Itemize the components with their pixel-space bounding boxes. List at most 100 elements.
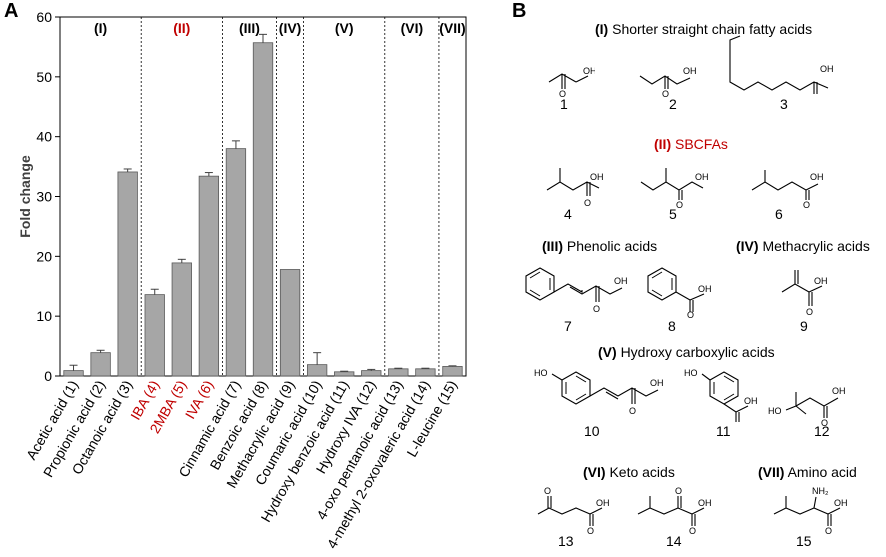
- atom-o: O: [821, 418, 828, 426]
- atom-oh: OH: [650, 378, 664, 388]
- atom-oh: OH: [744, 396, 758, 406]
- bar: [171, 262, 192, 377]
- structure-5-2-methylbutyric-acid: OH O: [640, 168, 709, 210]
- structure-15-l-leucine: NH₂ OH O: [773, 486, 848, 534]
- group-5-name: Hydroxy carboxylic acids: [620, 344, 775, 360]
- bar: [252, 42, 274, 377]
- structure-14-4-methyl-2-oxovaleric-acid: O OH O: [637, 486, 712, 534]
- structure-10-coumaric-acid: HO OH O: [534, 368, 664, 416]
- structure-number-2: 2: [669, 96, 677, 112]
- structure-1-acetic-acid: OH O: [548, 66, 595, 98]
- structure-number-14: 14: [666, 533, 682, 549]
- group-3-name: Phenolic acids: [566, 238, 658, 254]
- atom-o: O: [675, 486, 682, 496]
- atom-o: O: [803, 200, 810, 210]
- group-label: (V): [335, 20, 354, 36]
- atom-oh: OH: [695, 172, 709, 182]
- group-1-roman: (I): [595, 21, 609, 37]
- group-7-roman: (VII): [758, 464, 785, 480]
- y-tick-label: 10: [36, 308, 52, 324]
- group-label: (IV): [279, 20, 302, 36]
- bar: [225, 148, 247, 377]
- atom-o: O: [806, 307, 813, 317]
- group-4-roman: (IV): [736, 238, 759, 254]
- atom-o: O: [662, 89, 669, 98]
- atom-ho: HO: [768, 406, 782, 416]
- bar: [334, 371, 355, 377]
- structure-11-hydroxybenzoic-acid: HO OH: [684, 368, 758, 422]
- group-3-roman: (III): [542, 238, 563, 254]
- atom-oh: OH: [596, 498, 610, 508]
- structure-6-isovaleric-acid: OH O: [751, 170, 824, 210]
- atom-oh: OH: [832, 386, 846, 396]
- bar: [306, 364, 328, 377]
- atom-oh: OH: [814, 276, 828, 286]
- atom-nh2: NH₂: [812, 486, 829, 496]
- y-axis-label: Fold change: [17, 155, 33, 238]
- panel-a-letter: A: [4, 0, 19, 22]
- group-5-title: (V) Hydroxy carboxylic acids: [598, 344, 775, 360]
- structure-12-hydroxy-iva: HO OH O: [768, 386, 846, 426]
- structure-2-propionic-acid: OH O: [639, 66, 696, 98]
- structure-4-isobutyric-acid: OH O: [546, 168, 604, 208]
- structure-number-8: 8: [668, 318, 676, 334]
- atom-o: O: [687, 310, 694, 318]
- atom-o: O: [544, 486, 551, 496]
- bar: [442, 366, 463, 377]
- group-6-name: Keto acids: [609, 464, 675, 480]
- structure-3-octanoic-acid: OH: [729, 35, 834, 94]
- atom-ho: HO: [684, 368, 698, 378]
- group-4-title: (IV) Methacrylic acids: [736, 238, 870, 254]
- structure-13-4-oxopentanoic-acid: O OH O: [537, 486, 610, 534]
- structure-number-1: 1: [560, 96, 568, 112]
- group-label: (I): [94, 20, 107, 36]
- atom-o: O: [584, 198, 591, 208]
- group-7-name: Amino acid: [787, 464, 857, 480]
- y-tick-label: 50: [36, 69, 52, 85]
- structure-number-11: 11: [716, 423, 731, 439]
- atom-o: O: [825, 526, 832, 534]
- group-label: (VII): [439, 20, 465, 36]
- atom-o: O: [593, 304, 600, 314]
- group-6-roman: (VI): [583, 464, 606, 480]
- bar: [144, 294, 165, 377]
- atom-oh: OH: [614, 276, 628, 286]
- y-tick-label: 60: [36, 9, 52, 25]
- structure-number-7: 7: [564, 318, 572, 334]
- group-label: (II): [173, 20, 190, 36]
- bar: [361, 370, 382, 377]
- group-1-title: (I) Shorter straight chain fatty acids: [595, 21, 812, 37]
- y-tick-label: 20: [36, 248, 52, 264]
- atom-o: O: [676, 200, 683, 210]
- atom-o: O: [559, 89, 566, 98]
- atom-oh: OH: [683, 66, 696, 76]
- group-6-title: (VI) Keto acids: [583, 464, 675, 480]
- atom-oh: OH: [698, 284, 712, 294]
- atom-oh: OH: [698, 498, 712, 508]
- group-3-title: (III) Phenolic acids: [542, 238, 657, 254]
- bar: [198, 175, 220, 377]
- structure-8-benzoic-acid: OH O: [647, 267, 712, 318]
- group-1-name: Shorter straight chain fatty acids: [612, 21, 813, 37]
- atom-oh: OH: [820, 64, 834, 74]
- structure-number-9: 9: [800, 318, 808, 334]
- y-tick-label: 30: [36, 189, 52, 205]
- bar: [388, 368, 409, 377]
- structure-number-13: 13: [558, 533, 574, 549]
- atom-oh: OH: [834, 498, 848, 508]
- atom-o: O: [629, 406, 636, 416]
- group-7-title: (VII) Amino acid: [758, 464, 857, 480]
- structure-7-cinnamic-acid: OH O: [525, 267, 628, 314]
- bar: [117, 171, 138, 377]
- group-label: (III): [239, 20, 260, 36]
- bar: [279, 269, 301, 377]
- structure-number-4: 4: [564, 206, 572, 222]
- bar: [63, 370, 84, 377]
- group-2-title: (II) SBCFAs: [654, 136, 728, 152]
- structure-number-3: 3: [780, 96, 788, 112]
- atom-o: O: [689, 526, 696, 534]
- group-5-roman: (V): [598, 344, 617, 360]
- atom-oh: OH: [590, 172, 604, 182]
- bar: [415, 368, 436, 377]
